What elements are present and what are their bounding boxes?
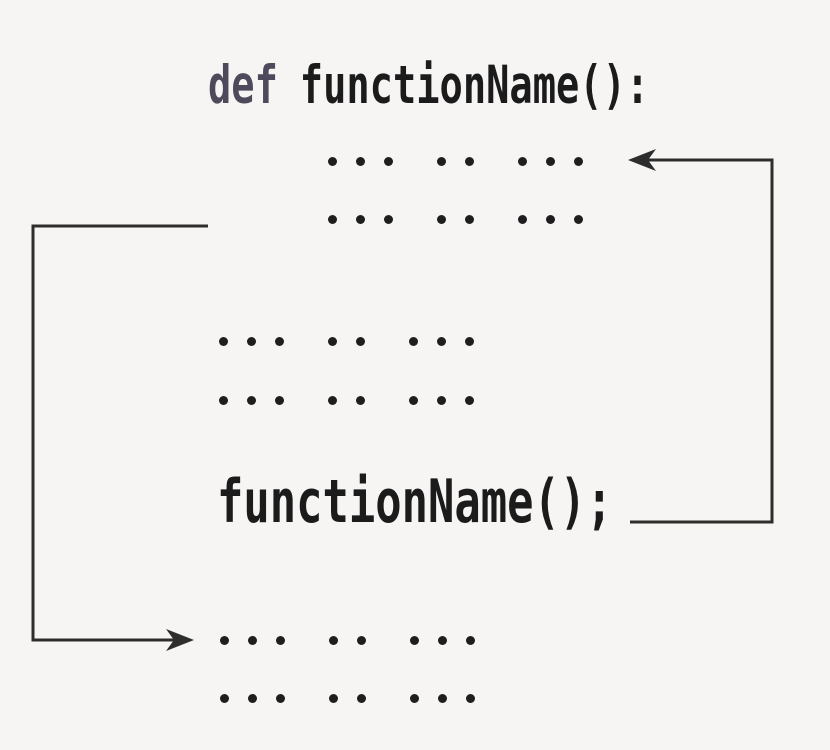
statement-dot: [328, 157, 337, 166]
statement-dot: [438, 694, 447, 703]
dot-group: [518, 215, 583, 224]
statement-dot: [247, 337, 256, 346]
statement-dot: [356, 157, 365, 166]
dot-group: [219, 396, 284, 405]
dot-group: [410, 694, 475, 703]
arrowhead-left-icon: [628, 149, 656, 171]
statement-dot: [276, 694, 285, 703]
return-arrow-line: [31, 224, 208, 642]
statement-dot: [356, 215, 365, 224]
statement-dot: [220, 694, 229, 703]
statement-dot: [328, 215, 337, 224]
statement-dot: [329, 636, 338, 645]
statements-after-call-dots-row-1: [220, 636, 475, 645]
statement-dot: [356, 337, 365, 346]
statement-dot: [328, 396, 337, 405]
statement-dot: [437, 157, 446, 166]
statement-dot: [409, 337, 418, 346]
statement-dot: [329, 694, 338, 703]
statement-dot: [574, 157, 583, 166]
statement-dot: [437, 337, 446, 346]
statement-dot: [437, 215, 446, 224]
statements-after-call-dots-row-2: [220, 694, 475, 703]
dot-group: [328, 396, 365, 405]
statement-dot: [546, 215, 555, 224]
dot-group: [220, 636, 285, 645]
dot-group: [220, 694, 285, 703]
statement-dot: [247, 396, 256, 405]
dot-group: [328, 157, 393, 166]
statement-dot: [276, 636, 285, 645]
statements-before-call-dots-row-2: [219, 396, 474, 405]
dot-group: [409, 396, 474, 405]
statement-dot: [328, 337, 337, 346]
statement-dot: [518, 215, 527, 224]
dot-group: [328, 215, 393, 224]
function-body-dots-row-2: [328, 215, 583, 224]
dot-group: [437, 215, 474, 224]
function-call-statement: functionName();: [217, 467, 613, 537]
dot-group: [437, 157, 474, 166]
statement-dot: [357, 694, 366, 703]
statement-dot: [438, 636, 447, 645]
return-arrow: [31, 224, 208, 651]
dot-group: [409, 337, 474, 346]
statement-dot: [546, 157, 555, 166]
function-body-dots-row-1: [328, 157, 583, 166]
statement-dot: [465, 337, 474, 346]
statement-dot: [248, 636, 257, 645]
statement-dot: [275, 337, 284, 346]
dot-group: [410, 636, 475, 645]
dot-group: [329, 636, 366, 645]
statement-dot: [466, 636, 475, 645]
dot-group: [328, 337, 365, 346]
statement-dot: [384, 157, 393, 166]
statement-dot: [384, 215, 393, 224]
statement-dot: [220, 636, 229, 645]
statement-dot: [409, 396, 418, 405]
statement-dot: [465, 215, 474, 224]
statement-dot: [248, 694, 257, 703]
statement-dot: [410, 694, 419, 703]
statement-dot: [275, 396, 284, 405]
call-arrow-line: [630, 158, 774, 524]
statement-dot: [357, 636, 366, 645]
dot-group: [518, 157, 583, 166]
statement-dot: [219, 396, 228, 405]
statement-dot: [574, 215, 583, 224]
def-keyword: def: [208, 55, 278, 116]
arrowhead-right-icon: [166, 629, 194, 651]
statement-dot: [466, 694, 475, 703]
dot-group: [329, 694, 366, 703]
statement-dot: [465, 157, 474, 166]
statement-dot: [219, 337, 228, 346]
statement-dot: [518, 157, 527, 166]
statements-before-call-dots-row-1: [219, 337, 474, 346]
function-signature: functionName():: [299, 55, 650, 116]
statement-dot: [356, 396, 365, 405]
dot-group: [219, 337, 284, 346]
statement-dot: [437, 396, 446, 405]
call-arrow: [628, 149, 774, 524]
statement-dot: [465, 396, 474, 405]
statement-dot: [410, 636, 419, 645]
